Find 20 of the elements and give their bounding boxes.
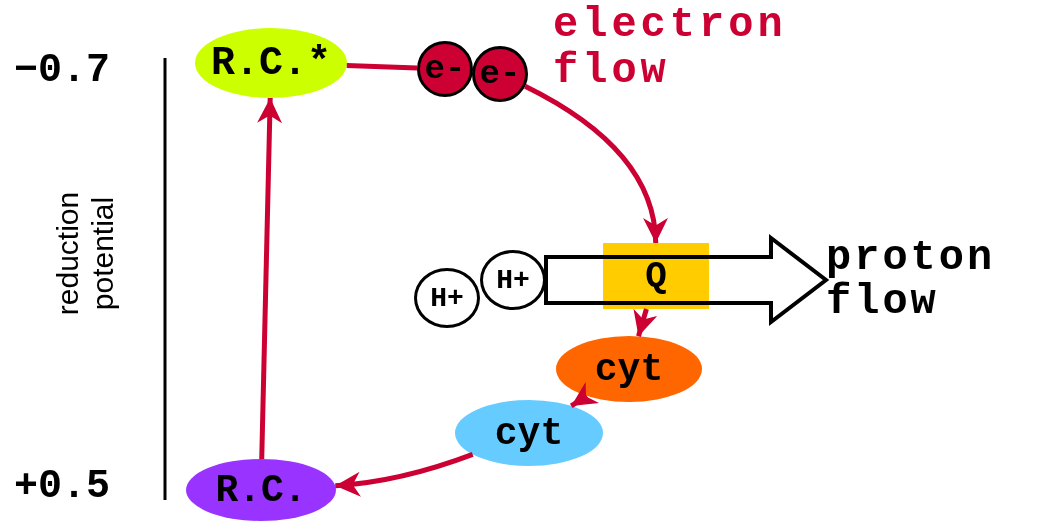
proton-circle: H+: [480, 250, 546, 310]
axis-title: reduction potential: [50, 190, 120, 318]
cytochrome-ellipse: cyt: [455, 400, 603, 466]
axis-value: −0.7: [14, 48, 110, 93]
axis-value: +0.5: [14, 464, 110, 509]
arrow: [257, 97, 283, 460]
electron-circle: e-: [417, 41, 473, 97]
reaction-center-ellipse: R.C.: [186, 459, 336, 521]
block-arrow: [544, 233, 830, 327]
arrow: [633, 308, 658, 337]
proton-circle: H+: [414, 268, 480, 328]
electron-flow-text: electron flow: [553, 2, 788, 95]
proton-flow-text: proton flow: [826, 232, 1031, 328]
cytochrome-ellipse: cyt: [556, 336, 702, 402]
connector-line: [346, 63, 418, 71]
arrow: [335, 452, 474, 497]
arrow: [569, 381, 600, 409]
electron-circle: e-: [472, 46, 528, 102]
arrow: [524, 84, 667, 244]
reaction-center-ellipse: R.C.*: [195, 28, 347, 98]
